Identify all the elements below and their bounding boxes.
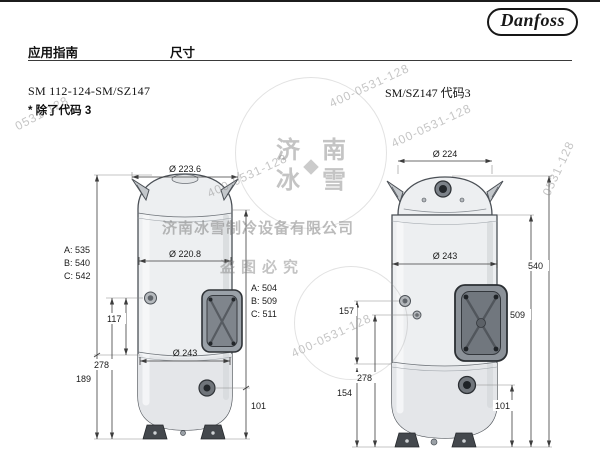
right-dimension-lines: Ø 224 Ø 243 540 509 101 157 154 278	[335, 149, 552, 448]
dim-right-shell-diameter: Ø 243	[433, 251, 458, 261]
dim-left-101: 101	[251, 401, 266, 411]
dim-left-top-diameter: Ø 223.6	[169, 164, 201, 174]
dim-left-body-a: A: 504	[251, 283, 277, 293]
dim-right-278: 278	[357, 373, 372, 383]
right-compressor-drawing	[386, 176, 508, 448]
dim-left-117: 117	[107, 314, 121, 324]
left-compressor-drawing	[131, 173, 243, 440]
model-title-left: SM 112-124-SM/SZ147	[28, 84, 151, 98]
dim-right-154: 154	[337, 388, 352, 398]
header-app-guide: 应用指南	[28, 46, 79, 60]
left-lifting-ear-left	[131, 178, 150, 202]
dim-left-shell-diameter: Ø 220.8	[169, 249, 201, 259]
danfoss-logo: Danfoss	[487, 8, 578, 36]
left-top-cap	[171, 174, 199, 184]
dim-left-height-c: C: 542	[64, 271, 91, 281]
header-dimensions: 尺寸	[170, 46, 196, 60]
left-terminal-box	[201, 289, 243, 353]
model-title-right: SM/SZ147 代码3	[385, 86, 471, 100]
dim-right-540: 540	[528, 261, 543, 271]
dim-right-509: 509	[510, 310, 525, 320]
dim-left-278: 278	[94, 360, 109, 370]
dim-right-top-diameter: Ø 224	[433, 149, 458, 159]
header-divider	[28, 60, 572, 61]
dim-left-189: 189	[76, 374, 91, 384]
dim-right-157: 157	[339, 306, 354, 316]
dim-left-height-b: B: 540	[64, 258, 90, 268]
dim-right-101: 101	[495, 401, 510, 411]
dim-left-body-b: B: 509	[251, 296, 277, 306]
dim-left-height-a: A: 535	[64, 245, 90, 255]
right-terminal-box	[454, 284, 508, 362]
brand-name: Danfoss	[500, 10, 565, 30]
dim-left-base-diameter: Ø 243	[173, 348, 198, 358]
left-lifting-ear-right	[220, 178, 239, 202]
model-note-left: * 除了代码 3	[28, 105, 92, 117]
dim-left-body-c: C: 511	[251, 309, 277, 319]
left-dimension-lines: Ø 223.6 Ø 220.8 Ø 243 A: 535 B: 540 C: 5…	[64, 164, 277, 440]
